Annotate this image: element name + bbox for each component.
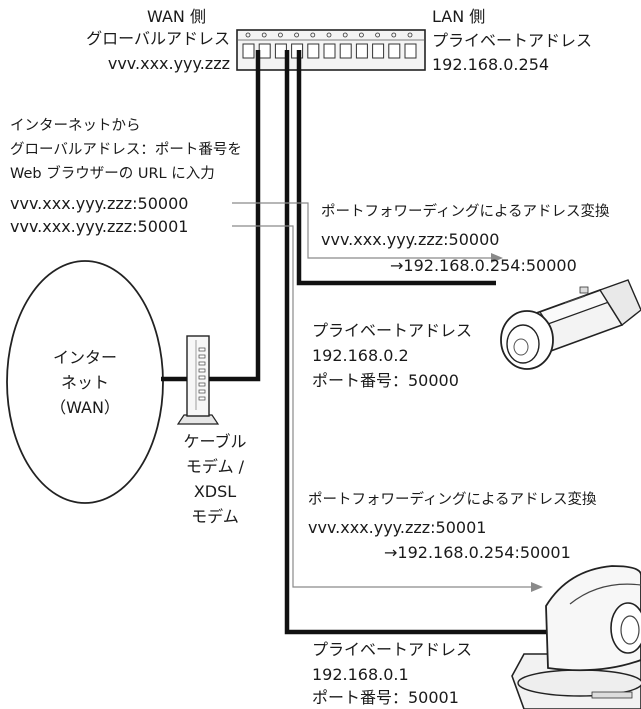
port-led-icon [391,32,397,38]
forward-path-1 [232,202,493,259]
port-led-icon [375,32,381,38]
modem-led-icon [198,347,206,352]
box-camera [500,279,641,370]
ptz-camera [511,565,641,709]
modem-led-icon [198,382,206,387]
arrow-head-1 [491,253,503,263]
modem-label-1: ケーブル [183,432,247,451]
port-led-icon [326,32,332,38]
forward2-from: vvv.xxx.yyy.zzz:50001 [308,518,487,537]
modem-label-4: モデム [191,507,239,526]
modem-device [176,335,220,425]
internet-ellipse [6,260,164,504]
ethernet-port-icon [323,43,336,59]
camera1-label: プライベートアドレス [312,321,473,340]
cable-router-camera2 [284,50,560,635]
forward1-title: ポートフォワーディングによるアドレス変換 [321,204,610,220]
port-led-icon [277,32,283,38]
forward2-to: →192.168.0.254:50001 [384,543,571,562]
port-led-icon [245,32,251,38]
lan-address: 192.168.0.254 [432,55,550,74]
router-ports [242,32,417,59]
port-led-icon [310,32,316,38]
cable-router-camera1 [296,50,496,286]
lan-title: LAN 側 [432,7,486,26]
ethernet-port-icon [307,43,320,59]
forward1-to: →192.168.0.254:50000 [390,256,577,275]
camera1-port: ポート番号：50000 [312,371,459,390]
browser-url-1: vvv.xxx.yyy.zzz:50000 [10,194,189,213]
forwarding-paths [232,202,533,588]
port-led-icon [342,32,348,38]
port-led-icon [294,32,300,38]
ethernet-port-icon [372,43,385,59]
modem-led-icon [198,354,206,359]
port-led-icon [358,32,364,38]
ethernet-port-icon [355,43,368,59]
internet-label-3: （WAN） [50,398,120,417]
camera1-address: 192.168.0.2 [312,346,409,365]
ethernet-port-icon [242,43,255,59]
network-cables [161,50,560,635]
camera2-address: 192.168.0.1 [312,665,409,684]
wan-address: vvv.xxx.yyy.zzz [107,54,230,73]
port-led-icon [407,32,413,38]
cable-modem-router [209,50,261,382]
forward1-from: vvv.xxx.yyy.zzz:50000 [321,230,500,249]
router-device [236,29,426,71]
browser-url-2: vvv.xxx.yyy.zzz:50001 [10,217,189,236]
modem-led-icon [198,375,206,380]
modem-led-icon [198,361,206,366]
camera2-port: ポート番号：50001 [312,688,459,707]
ethernet-port-icon [404,43,417,59]
browser-note-line2: グローバルアドレス：ポート番号を [10,142,242,158]
modem-label-2: モデム / [185,457,245,476]
modem-led-icon [198,368,206,373]
ethernet-port-icon [388,43,401,59]
modem-led-icon [198,389,206,394]
internet-label-1: インター [52,348,117,367]
arrow-head-2 [531,582,543,592]
modem-led-icon [198,396,206,401]
wan-label: グローバルアドレス [86,29,230,48]
internet-label-2: ネット [60,373,109,392]
ethernet-port-icon [258,43,271,59]
forward2-title: ポートフォワーディングによるアドレス変換 [308,492,597,508]
camera2-label: プライベートアドレス [312,640,473,659]
forward-path-2 [232,225,533,588]
browser-note-line1: インターネットから [10,118,141,134]
modem-label-3: XDSL [193,482,237,501]
ethernet-port-icon [339,43,352,59]
port-led-icon [261,32,267,38]
browser-note-line3: Web ブラウザーの URL に入力 [10,166,215,182]
lan-label: プライベートアドレス [432,31,593,50]
wan-title: WAN 側 [147,7,206,26]
